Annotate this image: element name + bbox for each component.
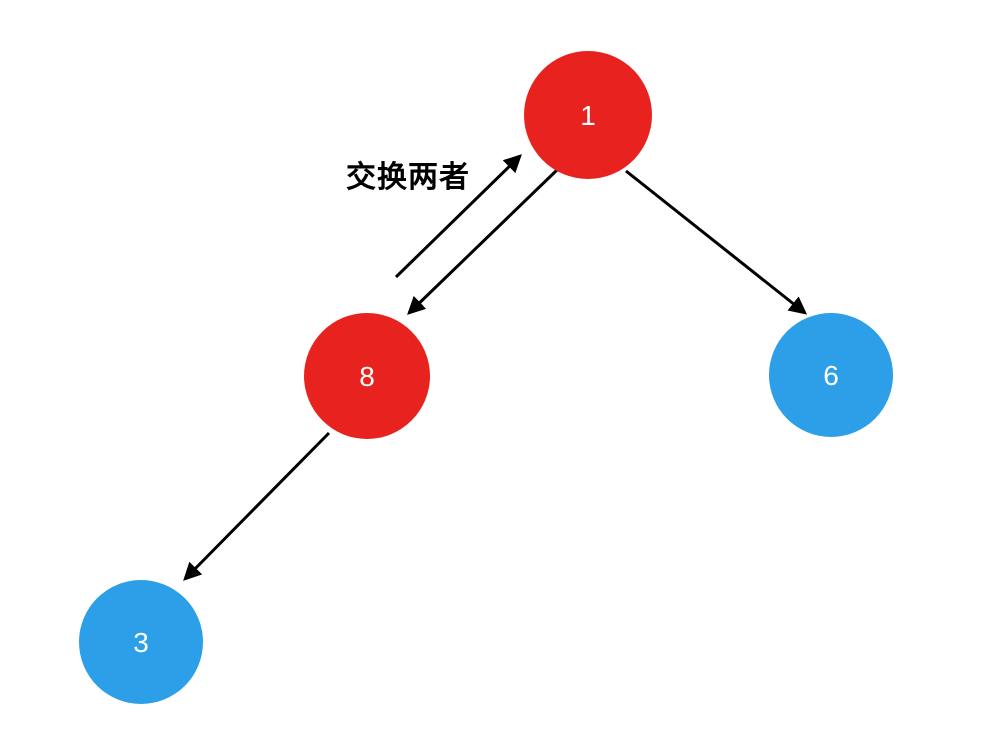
swap-label: 交换两者 — [346, 160, 470, 195]
node-6 — [769, 313, 893, 437]
node-3 — [79, 580, 203, 704]
node-1-label: 1 — [580, 100, 596, 131]
node-8 — [304, 313, 430, 439]
edges-layer — [183, 154, 808, 581]
swap-arrow-down — [407, 168, 559, 315]
node-3-label: 3 — [133, 627, 149, 658]
edge-8-to-3 — [183, 431, 331, 581]
edge-1-to-6 — [625, 169, 808, 315]
swap-arrow-up — [394, 154, 522, 279]
node-1 — [524, 51, 652, 179]
node-8-label: 8 — [359, 361, 375, 392]
node-6-label: 6 — [823, 360, 839, 391]
